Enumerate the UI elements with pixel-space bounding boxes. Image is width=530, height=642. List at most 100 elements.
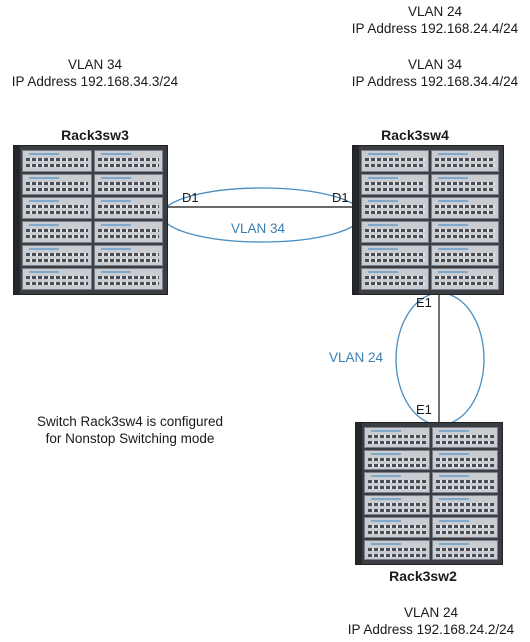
- slot-label: [368, 247, 398, 250]
- line-card-slot: [431, 150, 499, 172]
- slot-label: [29, 271, 59, 274]
- port-strip: [365, 205, 425, 209]
- port-strip: [436, 457, 494, 461]
- port-strip: [368, 553, 426, 557]
- port-strip: [368, 486, 426, 489]
- port-strip: [26, 211, 88, 215]
- chassis-rail: [14, 146, 20, 294]
- port-strip: [97, 211, 159, 215]
- port-strip: [435, 211, 495, 215]
- line-card-slot: [431, 244, 499, 267]
- port-strip: [436, 525, 494, 528]
- line-card-slot: [364, 539, 430, 560]
- line-card-slot: [93, 173, 163, 196]
- sw3-vlan34-label: VLAN 34 IP Address 192.168.34.3/24: [0, 56, 190, 90]
- port-strip: [365, 282, 425, 286]
- slot-label: [371, 452, 401, 455]
- port-strip: [436, 441, 494, 444]
- line-card-slot: [431, 268, 499, 290]
- port-strip: [26, 258, 88, 262]
- slot-label: [438, 176, 468, 179]
- switch-rack3sw3-chassis: [13, 145, 168, 295]
- slot-label: [368, 176, 398, 179]
- port-strip: [97, 187, 159, 191]
- line-card-slot: [432, 517, 498, 538]
- line-card-slot: [431, 197, 499, 219]
- port-strip: [368, 502, 426, 506]
- slot-label: [438, 224, 468, 226]
- line-card-slot: [93, 221, 163, 243]
- port-strip: [436, 480, 494, 483]
- slot-label: [438, 200, 468, 203]
- port-strip: [365, 164, 425, 167]
- port-strip: [26, 276, 88, 280]
- sw3-vlan34-name: VLAN 34: [67, 57, 123, 72]
- port-strip: [97, 258, 159, 262]
- port-strip: [26, 187, 88, 191]
- sw2-vlan24-name: VLAN 24: [403, 605, 459, 620]
- port-strip: [365, 276, 425, 280]
- port-strip: [436, 547, 494, 551]
- line-card-slot: [22, 221, 92, 243]
- slot-label: [368, 200, 398, 203]
- slot-label: [100, 271, 131, 274]
- port-strip: [365, 258, 425, 262]
- port-strip: [435, 258, 495, 262]
- slot-label: [371, 520, 401, 522]
- line-card-slot: [361, 150, 429, 172]
- slot-label: [368, 224, 398, 226]
- sw4-vlan24-label: VLAN 24 IP Address 192.168.24.4/24: [340, 3, 530, 37]
- port-strip: [368, 441, 426, 444]
- slot-label: [439, 542, 469, 545]
- port-strip: [368, 463, 426, 467]
- slot-label: [29, 200, 59, 203]
- switch-rack3sw2-chassis: [355, 422, 503, 565]
- slot-label: [438, 271, 468, 274]
- sw4-vlan34-name: VLAN 34: [407, 57, 463, 72]
- nonstop-switching-note: Switch Rack3sw4 is configured for Nonsto…: [20, 413, 240, 447]
- port-strip: [365, 211, 425, 215]
- line-card-slot: [364, 472, 430, 493]
- line-card-slot: [93, 150, 163, 172]
- port-strip: [436, 531, 494, 534]
- port-strip: [436, 502, 494, 506]
- port-strip: [365, 187, 425, 191]
- chassis-rail: [356, 423, 362, 564]
- port-strip: [435, 276, 495, 280]
- line-card-slot: [432, 427, 498, 448]
- sw4-name: Rack3sw4: [381, 127, 449, 143]
- slot-label: [439, 497, 469, 500]
- line-card-slot: [361, 221, 429, 243]
- slot-label: [100, 224, 131, 226]
- slot-label: [371, 475, 401, 477]
- sw3-port-d1: D1: [182, 190, 199, 205]
- line-card-slot: [364, 494, 430, 515]
- port-strip: [26, 252, 88, 256]
- sw2-port-e1: E1: [416, 402, 432, 417]
- port-strip: [436, 435, 494, 438]
- line-card-slot: [22, 268, 92, 290]
- vlan34-label: VLAN 34: [231, 221, 286, 236]
- port-strip: [365, 252, 425, 256]
- port-strip: [435, 181, 495, 185]
- slot-label: [439, 475, 469, 477]
- line-card-slot: [22, 150, 92, 172]
- port-strip: [435, 187, 495, 191]
- slot-label: [100, 176, 131, 179]
- note-line-2: for Nonstop Switching mode: [45, 431, 215, 446]
- sw4-vlan24-name: VLAN 24: [407, 4, 463, 19]
- line-card-slot: [361, 268, 429, 290]
- port-strip: [436, 553, 494, 557]
- slot-label: [29, 153, 59, 155]
- port-strip: [435, 229, 495, 232]
- line-card-slot: [364, 427, 430, 448]
- port-strip: [368, 435, 426, 438]
- switch-rack3sw4-chassis: [352, 145, 504, 295]
- slot-label: [439, 430, 469, 432]
- line-card-slot: [364, 449, 430, 470]
- port-strip: [436, 463, 494, 467]
- slot-label: [29, 176, 59, 179]
- port-strip: [26, 181, 88, 185]
- port-strip: [97, 205, 159, 209]
- port-strip: [97, 229, 159, 232]
